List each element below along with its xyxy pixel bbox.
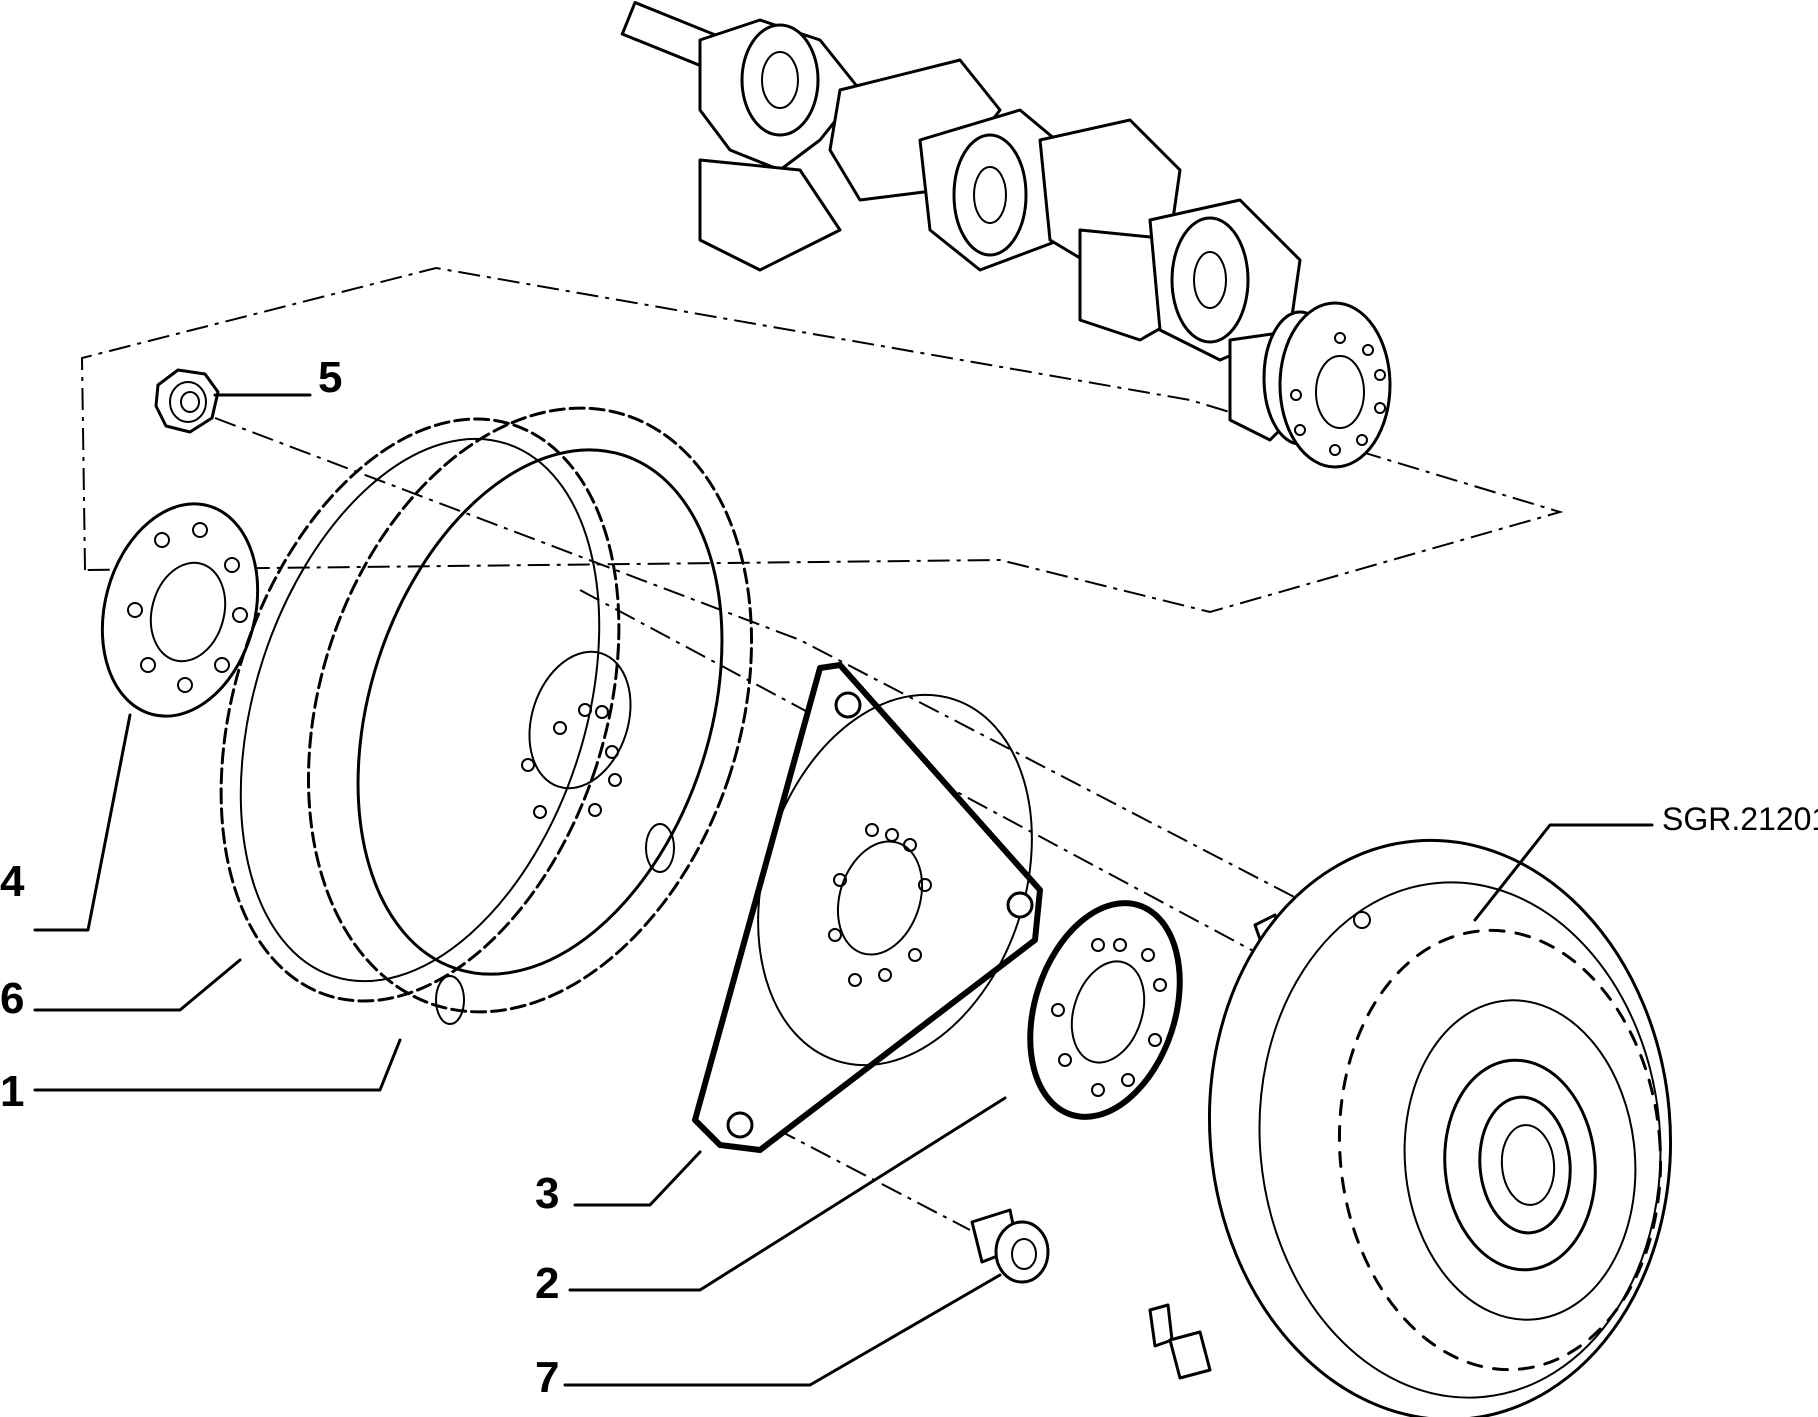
callout-7: 7: [535, 1353, 559, 1402]
callout-6: 6: [0, 974, 24, 1023]
bolt-part-7: [970, 1208, 1050, 1284]
callout-4: 4: [0, 857, 25, 906]
triangular-plate-part-3: [692, 662, 1043, 1153]
drawing-reference-code: SGR.21201: [1662, 801, 1818, 837]
assembly-boundary-dashed: [80, 266, 1564, 614]
flexplate-ring-part-1: [306, 406, 754, 1025]
nut-part-5: [154, 368, 220, 434]
callout-1: 1: [0, 1067, 24, 1116]
spacer-ring-part-2: [1027, 900, 1183, 1120]
torque-converter: [1148, 838, 1673, 1417]
leader-lines: [33, 393, 1654, 1387]
crankshaft: [620, 1, 1392, 469]
callout-5: 5: [318, 353, 342, 402]
callout-3: 3: [535, 1169, 559, 1218]
toothed-ring-part-6: [219, 417, 621, 1003]
callout-2: 2: [535, 1259, 559, 1308]
washer-plate-part-4: [100, 502, 260, 718]
